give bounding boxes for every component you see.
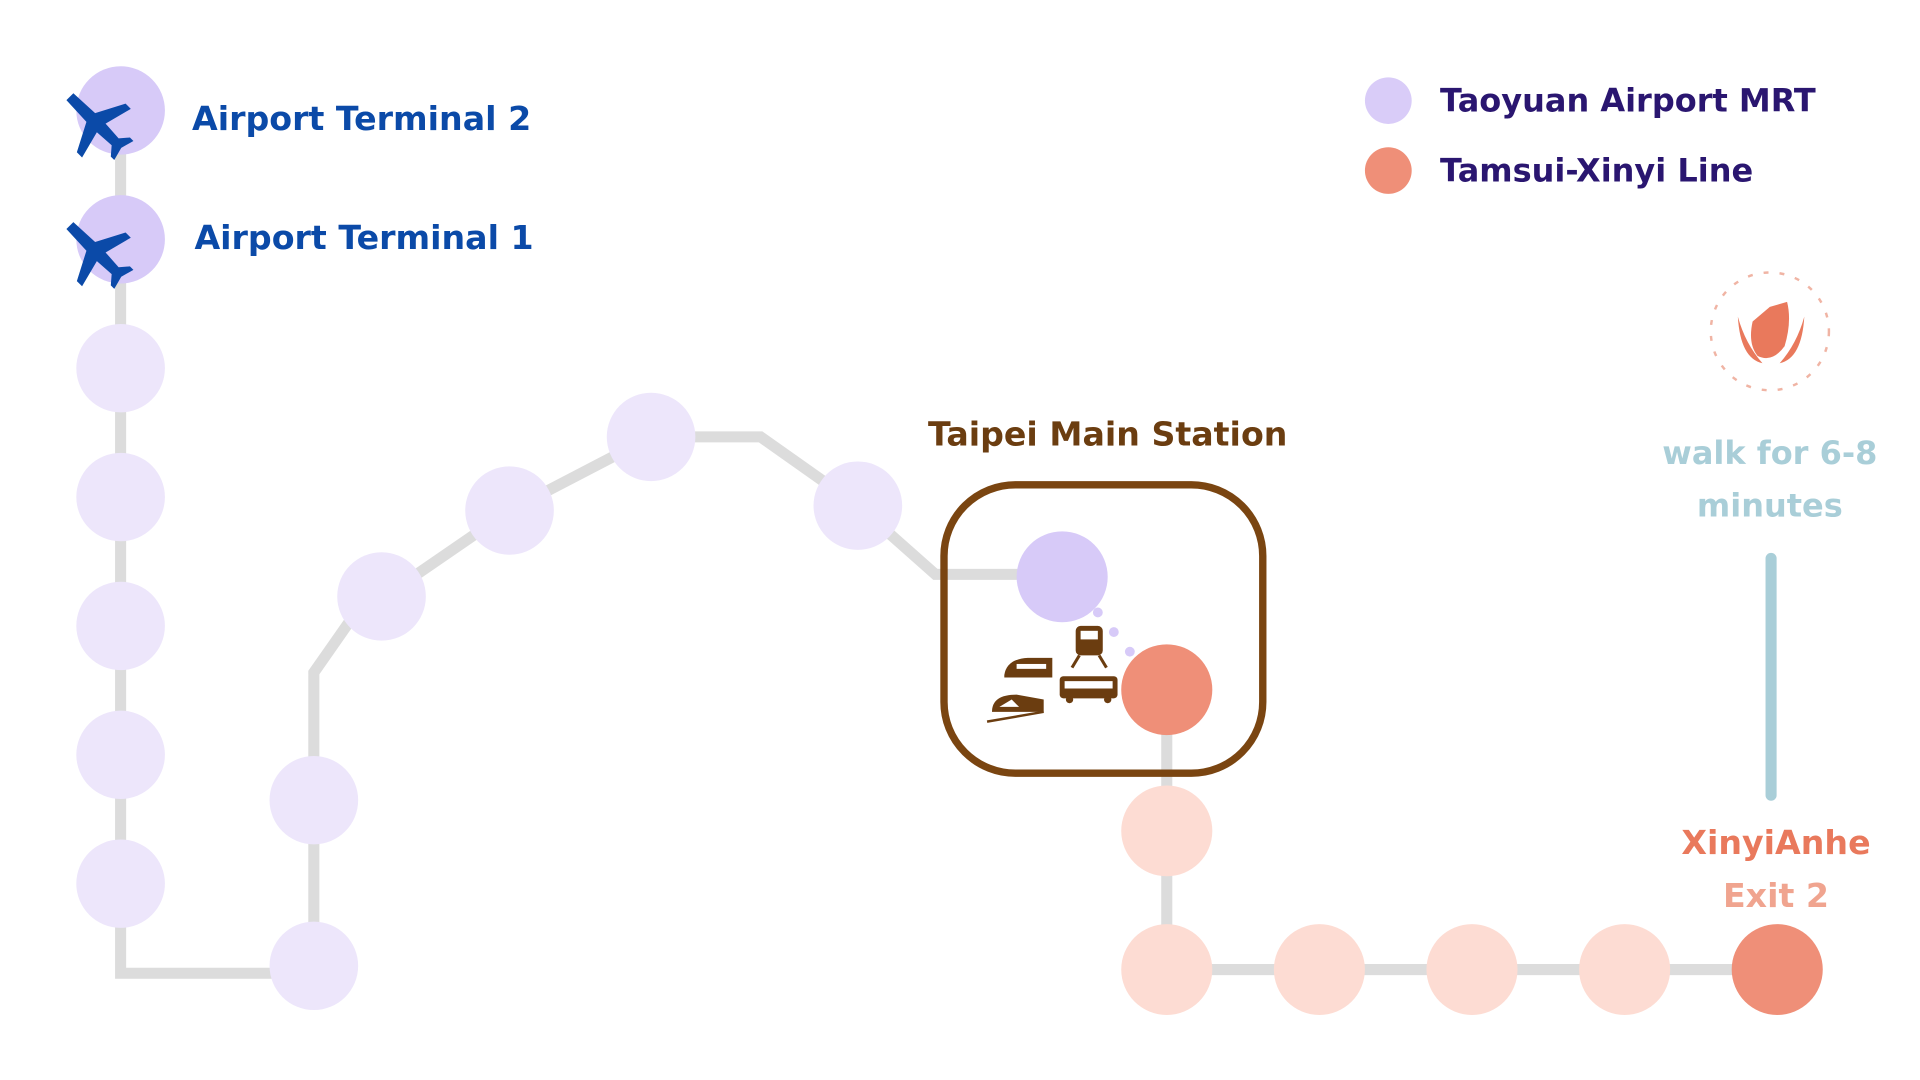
- station[interactable]: [1273, 924, 1365, 1015]
- airplane-icon: [66, 93, 134, 161]
- taipei-main-station-label: Taipei Main Station: [928, 415, 1287, 454]
- high-speed-rail-icon: [986, 694, 1044, 723]
- station[interactable]: [269, 921, 359, 1011]
- station[interactable]: [1426, 924, 1518, 1015]
- legend-swatch-tamsui-xinyi: [1364, 147, 1412, 194]
- station[interactable]: [76, 581, 165, 671]
- walk-label-line2: minutes: [1697, 487, 1843, 525]
- terminal-2-label: Airport Terminal 2: [192, 99, 531, 138]
- huayu-logo: [1709, 271, 1831, 392]
- station[interactable]: [1579, 924, 1671, 1015]
- bus-icon: [1059, 676, 1118, 704]
- tra-train-icon: [1004, 657, 1053, 678]
- station[interactable]: [76, 452, 165, 542]
- station[interactable]: [76, 710, 165, 799]
- walk-label-line1: walk for 6-8: [1662, 434, 1877, 472]
- station[interactable]: [1121, 785, 1213, 877]
- station[interactable]: [606, 392, 696, 482]
- station-taipei-main-red[interactable]: [1121, 644, 1213, 736]
- legend-label-airport-mrt: Taoyuan Airport MRT: [1440, 82, 1816, 120]
- station[interactable]: [269, 756, 359, 845]
- station[interactable]: [76, 324, 165, 413]
- station[interactable]: [76, 839, 165, 928]
- transfer-dot: [1108, 627, 1119, 637]
- station-xinyianhe[interactable]: [1731, 924, 1823, 1015]
- taipei-main-station-box[interactable]: [940, 481, 1267, 777]
- terminal-1-label: Airport Terminal 1: [194, 218, 533, 257]
- airplane-icon: [66, 222, 134, 289]
- train-icon: [1070, 625, 1108, 669]
- station[interactable]: [337, 552, 426, 641]
- station[interactable]: [465, 466, 554, 555]
- transfer-dot: [1124, 646, 1135, 657]
- tamsui-xinyi-stations: [1121, 785, 1823, 1015]
- legend-label-tamsui-xinyi: Tamsui-Xinyi Line: [1440, 152, 1753, 190]
- station-taipei-main-mrt[interactable]: [1016, 531, 1108, 623]
- legend-swatch-airport-mrt: [1364, 77, 1412, 124]
- destination-name: XinyiAnhe: [1681, 823, 1870, 862]
- transfer-dot: [1092, 607, 1103, 618]
- station[interactable]: [1121, 924, 1213, 1015]
- destination-exit: Exit 2: [1723, 876, 1829, 915]
- airport-mrt-stations: [76, 66, 903, 1011]
- station[interactable]: [813, 461, 903, 550]
